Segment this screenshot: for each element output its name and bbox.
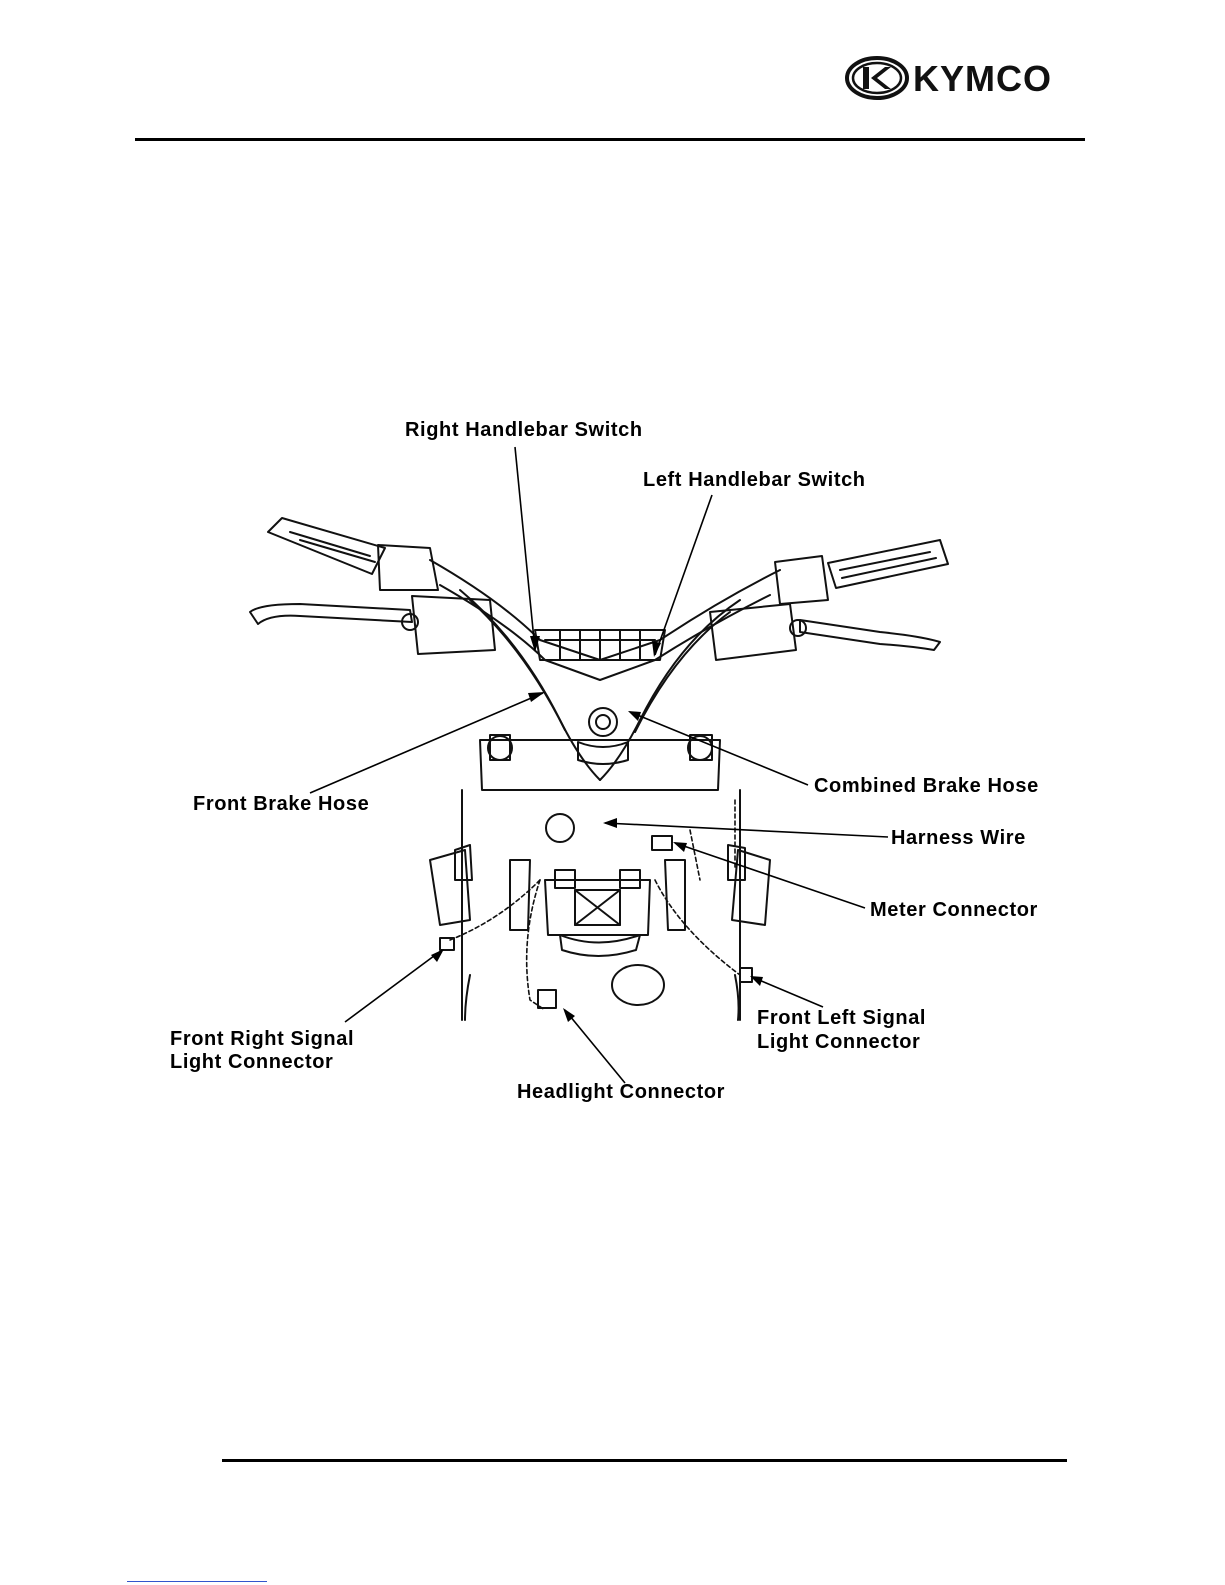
front-left-signal-connector-part bbox=[740, 968, 752, 982]
left-grip bbox=[775, 540, 948, 604]
label-meter-connector: Meter Connector bbox=[870, 898, 1038, 922]
headlight-connector-part bbox=[538, 990, 556, 1008]
label-headlight-connector: Headlight Connector bbox=[517, 1080, 725, 1104]
label-combined-brake-hose: Combined Brake Hose bbox=[814, 774, 1039, 798]
label-front-brake-hose: Front Brake Hose bbox=[193, 792, 369, 816]
right-brake-lever bbox=[250, 604, 412, 624]
label-harness-wire: Harness Wire bbox=[891, 826, 1026, 850]
label-front-left-signal-line1: Front Left Signal bbox=[757, 1006, 926, 1030]
footer-rule bbox=[222, 1459, 1067, 1462]
footer-link-underline bbox=[127, 1581, 267, 1582]
label-front-right-signal-line2: Light Connector bbox=[170, 1050, 333, 1074]
right-grip bbox=[268, 518, 438, 590]
label-front-right-signal-line1: Front Right Signal bbox=[170, 1027, 354, 1051]
label-left-handlebar-switch: Left Handlebar Switch bbox=[643, 468, 866, 492]
steering-stem-nut bbox=[589, 708, 617, 736]
right-switch-housing bbox=[412, 596, 495, 654]
label-front-left-signal-line2: Light Connector bbox=[757, 1030, 920, 1054]
label-right-handlebar-switch: Right Handlebar Switch bbox=[405, 418, 643, 442]
left-brake-lever bbox=[800, 620, 940, 650]
meter-connector-part bbox=[652, 836, 672, 850]
